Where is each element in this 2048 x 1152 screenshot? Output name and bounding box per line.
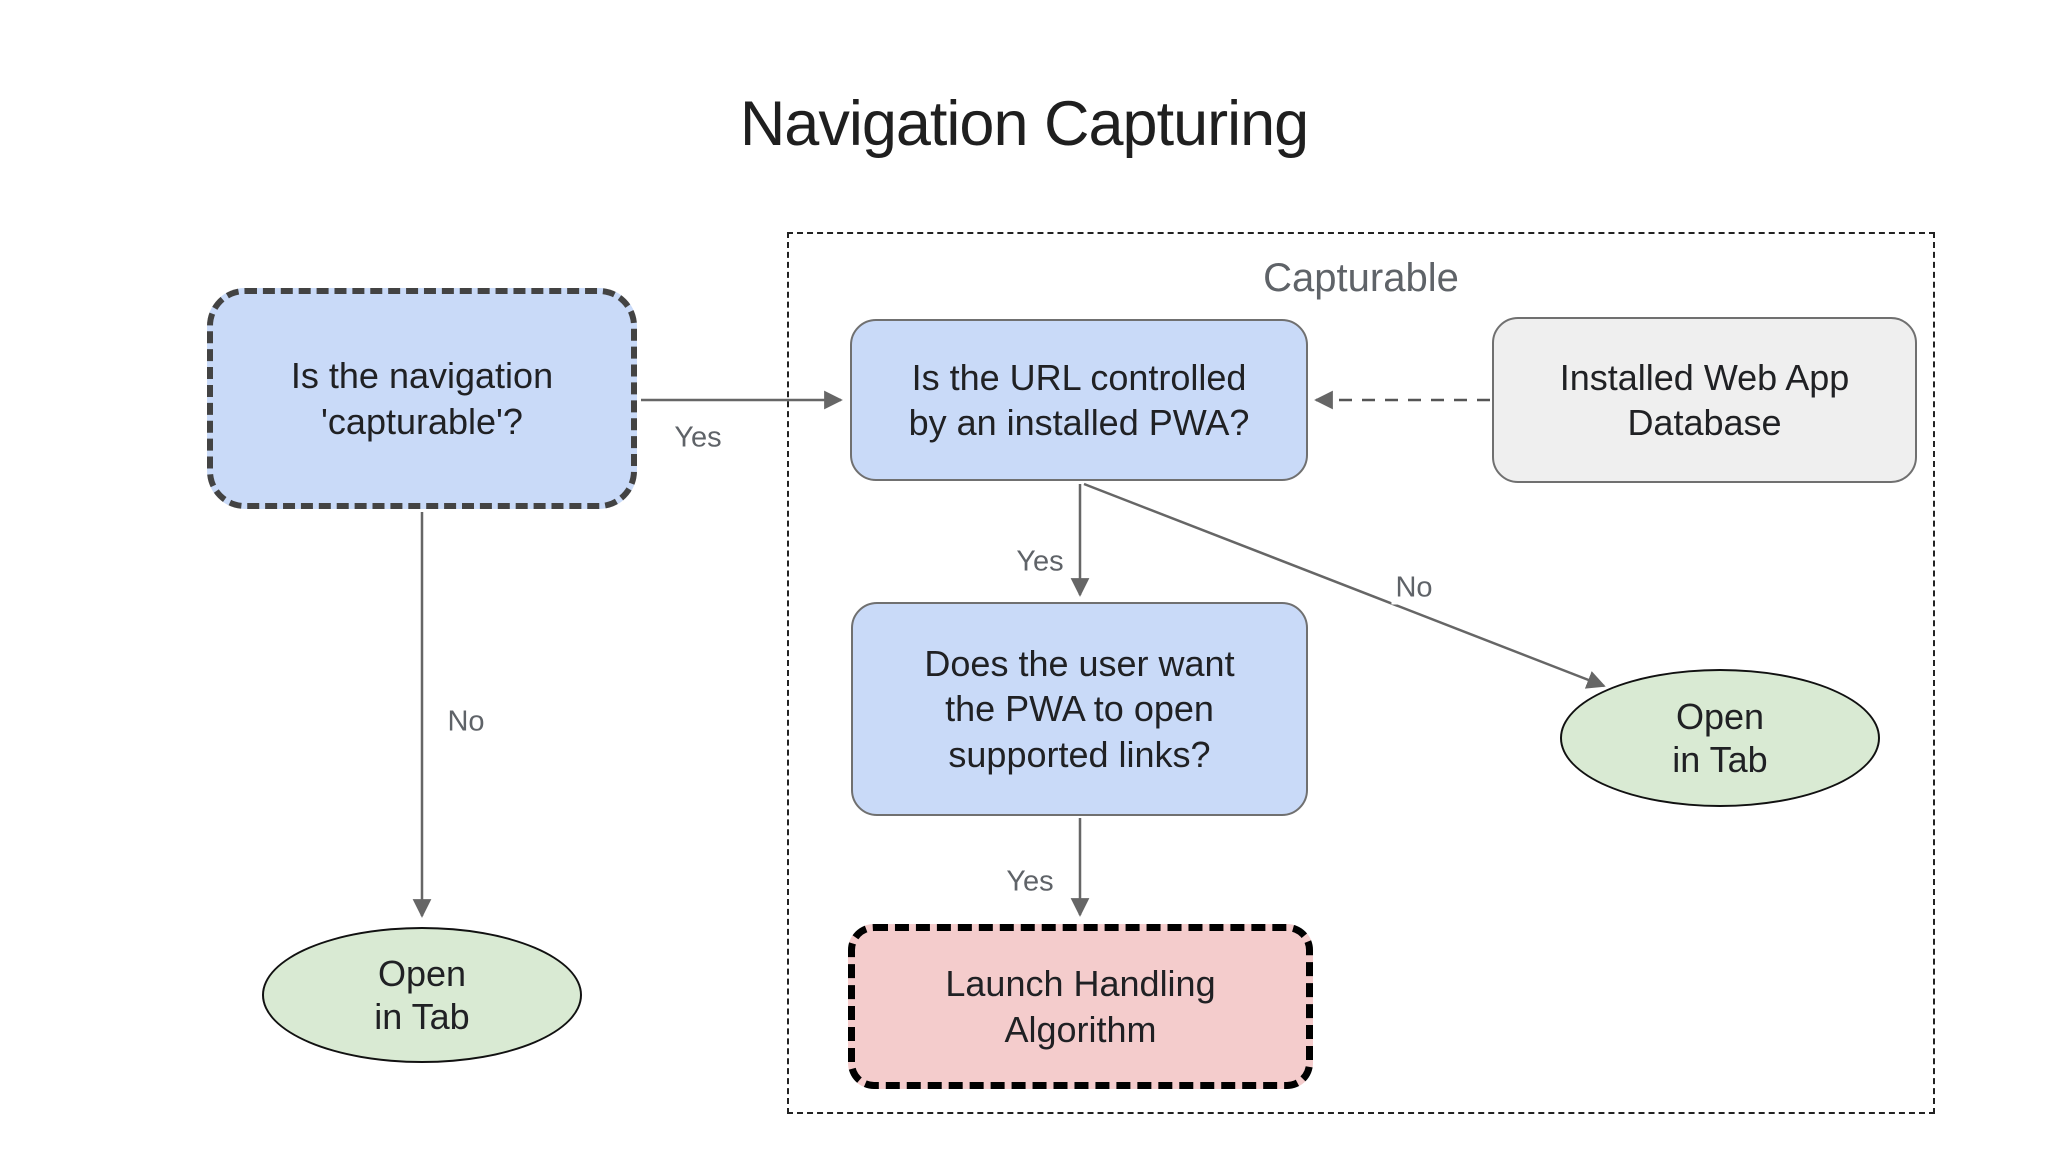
node-is-navigation-capturable: Is the navigation 'capturable'?	[207, 288, 637, 509]
node-open-in-tab-left: Open in Tab	[262, 927, 582, 1063]
node-installed-web-app-database: Installed Web App Database	[1492, 317, 1917, 483]
edge-label-url-yes: Yes	[1012, 545, 1068, 579]
node-is-url-controlled-by-pwa: Is the URL controlled by an installed PW…	[850, 319, 1308, 481]
edge-label-user-yes: Yes	[1002, 865, 1058, 899]
edge-label-nav-no: No	[443, 705, 489, 739]
capturable-group-box: Capturable	[787, 232, 1935, 1114]
edge-url-no-arrow	[1083, 482, 1606, 689]
diagram-title: Navigation Capturing	[739, 89, 1309, 159]
node-open-in-tab-right: Open in Tab	[1560, 669, 1880, 807]
edge-label-url-no: No	[1391, 571, 1437, 605]
edge-label-nav-yes: Yes	[670, 421, 726, 455]
node-launch-handling-algorithm: Launch Handling Algorithm	[848, 924, 1313, 1089]
node-does-user-want-pwa-open-links: Does the user want the PWA to open suppo…	[851, 602, 1308, 816]
capturable-group-label: Capturable	[1263, 256, 1459, 300]
